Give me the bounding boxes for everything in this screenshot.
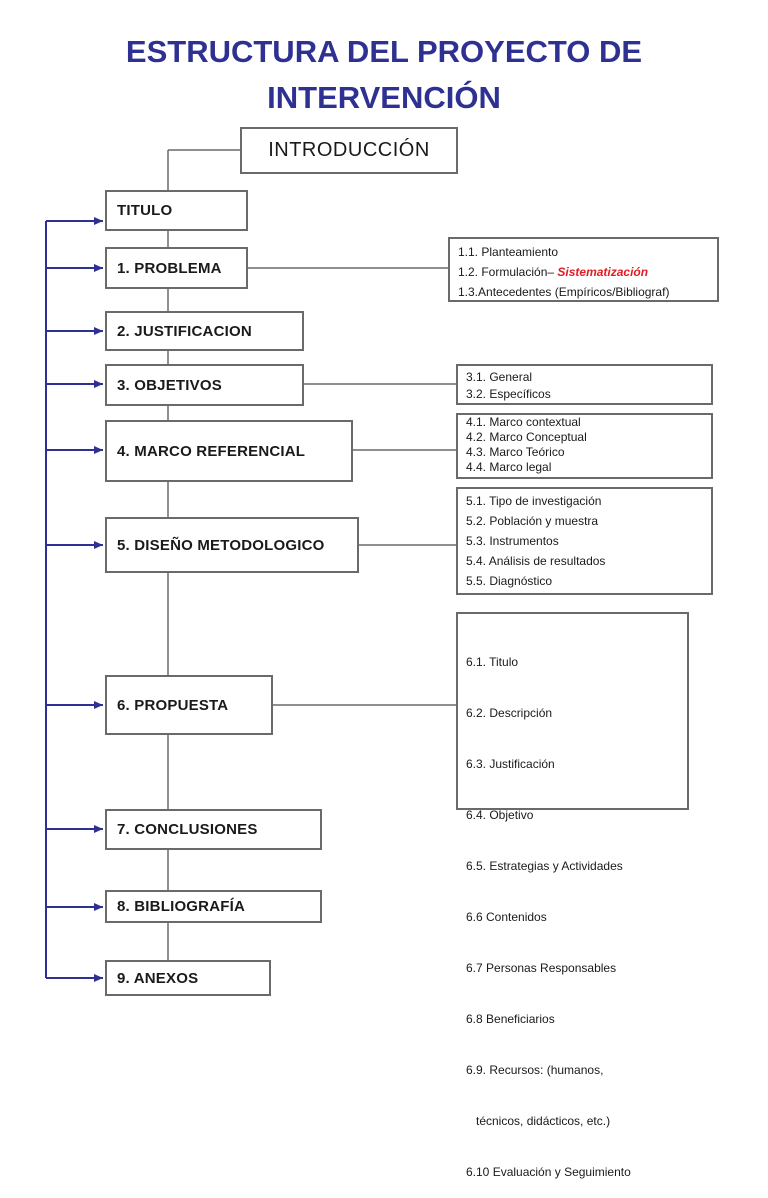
detail-item: 4.3. Marco Teórico (466, 445, 565, 459)
detail-item: 6.10 Evaluación y Seguimiento (466, 1165, 631, 1179)
detail-marco: 4.1. Marco contextual 4.2. Marco Concept… (456, 413, 713, 479)
detail-item: 6.6 Contenidos (466, 910, 547, 924)
detail-item: 6.7 Personas Responsables (466, 961, 617, 975)
detail-item: 6.4. Objetivo (466, 808, 534, 822)
section-anexos: 9. ANEXOS (105, 960, 271, 996)
detail-item: 4.2. Marco Conceptual (466, 430, 587, 444)
detail-item: 5.1. Tipo de investigación (466, 494, 602, 508)
detail-item: 5.5. Diagnóstico (466, 574, 553, 588)
highlight-sistematizacion: Sistematización (557, 265, 649, 279)
section-bibliografia: 8. BIBLIOGRAFÍA (105, 890, 322, 923)
detail-objetivos: 3.1. General 3.2. Específicos (456, 364, 713, 405)
section-marco-referencial: 4. MARCO REFERENCIAL (105, 420, 353, 482)
section-diseno-metodologico: 5. DISEÑO METODOLOGICO (105, 517, 359, 573)
detail-item: 6.9. Recursos: (humanos, (466, 1063, 604, 1077)
detail-item-prefix: 1.2. Formulación– (458, 265, 558, 279)
detail-item: 3.1. General (466, 370, 533, 384)
section-objetivos: 3. OBJETIVOS (105, 364, 304, 406)
page-title-line-2: INTERVENCIÓN (267, 80, 501, 115)
detail-item: 6.8 Beneficiarios (466, 1012, 555, 1026)
detail-item: 3.2. Específicos (466, 387, 551, 401)
detail-item: 6.5. Estrategias y Actividades (466, 859, 623, 873)
section-justificacion: 2. JUSTIFICACION (105, 311, 304, 351)
section-introduccion: INTRODUCCIÓN (240, 127, 458, 174)
detail-item: 4.1. Marco contextual (466, 415, 581, 429)
detail-item: 5.4. Análisis de resultados (466, 554, 606, 568)
detail-item: técnicos, didácticos, etc.) (466, 1114, 611, 1128)
detail-item: 6.2. Descripción (466, 706, 553, 720)
detail-item: 6.3. Justificación (466, 757, 555, 771)
section-propuesta: 6. PROPUESTA (105, 675, 273, 735)
detail-propuesta: 6.1. Titulo 6.2. Descripción 6.3. Justif… (456, 612, 689, 1179)
detail-item: 1.3.Antecedentes (Empíricos/Bibliograf) (458, 285, 670, 299)
blue-arrow-connectors (45, 217, 103, 982)
detail-item: 5.2. Población y muestra (466, 514, 599, 528)
page-title-line-1: ESTRUCTURA DEL PROYECTO DE (125, 34, 643, 69)
detail-item: 1.2. Formulación– Sistematización (458, 262, 709, 282)
detail-item: 5.3. Instrumentos (466, 534, 559, 548)
section-titulo: TITULO (105, 190, 248, 231)
section-conclusiones: 7. CONCLUSIONES (105, 809, 322, 850)
detail-diseno: 5.1. Tipo de investigación 5.2. Població… (456, 487, 713, 595)
detail-item: 4.4. Marco legal (466, 460, 552, 474)
detail-problema: 1.1. Planteamiento 1.2. Formulación– Sis… (448, 237, 719, 302)
detail-item: 1.1. Planteamiento (458, 245, 559, 259)
section-problema: 1. PROBLEMA (105, 247, 248, 289)
detail-item: 6.1. Titulo (466, 655, 519, 669)
